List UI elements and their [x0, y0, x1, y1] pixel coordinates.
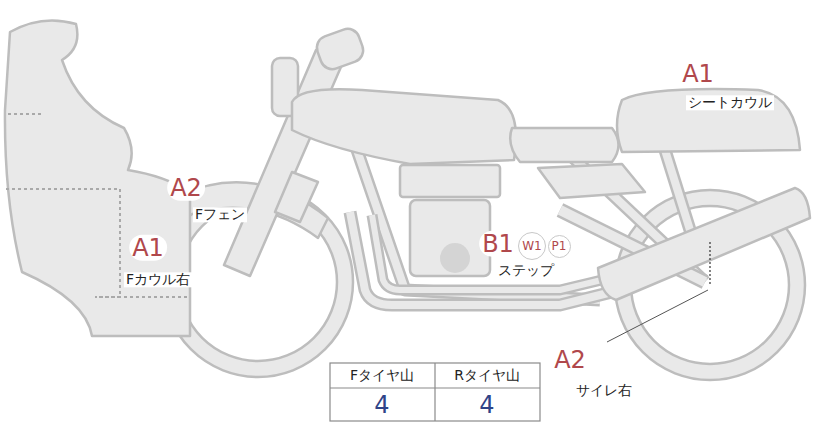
damage-code: A1 — [679, 61, 717, 87]
damage-code: A2 — [551, 347, 589, 373]
muffler — [598, 188, 810, 300]
mark-code: P1 — [552, 240, 567, 252]
part-name: サイレ右 — [574, 383, 634, 398]
tread-value: 4 — [374, 392, 389, 418]
part-name: シートカウル — [686, 95, 774, 110]
leader-line-dashed — [709, 240, 710, 284]
mark-circle: P1 — [548, 235, 571, 258]
mark-code: W1 — [522, 240, 542, 252]
part-name: Fフェン — [193, 207, 247, 222]
front-cowl — [5, 20, 190, 336]
part-name: Fカウル右 — [124, 272, 192, 287]
handlebar — [314, 26, 367, 73]
side-cover — [538, 164, 645, 198]
tread-value: 4 — [479, 392, 494, 418]
damage-code: A1 — [129, 235, 167, 261]
leader-line — [607, 290, 708, 342]
seat — [510, 128, 618, 162]
cowl-panel-lines — [6, 114, 190, 297]
part-name: ステップ — [496, 263, 556, 278]
front-fork — [224, 50, 344, 276]
engine-head — [400, 165, 500, 197]
engine-block — [410, 200, 490, 276]
engine-cover — [440, 243, 470, 273]
mark-circle: W1 — [518, 232, 546, 260]
table-header: Fタイヤ山 — [350, 368, 414, 383]
tread-table — [330, 363, 540, 421]
damage-code: A2 — [167, 175, 205, 201]
fork-bracket — [275, 172, 318, 222]
seat-cowl — [617, 89, 800, 152]
table-header: Rタイヤ山 — [454, 368, 520, 383]
damage-code: B1 — [479, 231, 517, 257]
fuel-tank — [292, 89, 516, 164]
